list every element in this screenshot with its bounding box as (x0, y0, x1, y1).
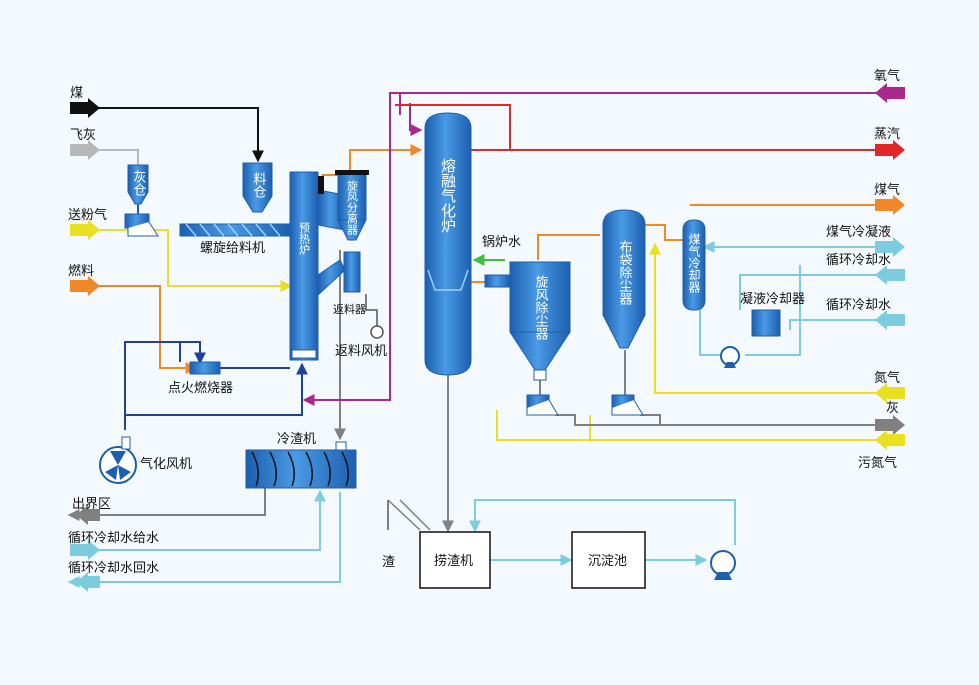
label-gasifier-fan: 气化风机 (140, 456, 192, 472)
label-steam: 蒸汽 (874, 127, 900, 142)
condensate-cooler (751, 309, 781, 337)
label-nitrogen: 氮气 (874, 370, 900, 386)
label-coal: 煤 (70, 86, 83, 101)
label-gas-cooler: 煤气冷却器 (687, 233, 701, 294)
feed-bin (242, 162, 273, 213)
label-return-feeder: 返料器 (333, 302, 366, 316)
label-dirty-nitrogen: 污氮气 (858, 455, 897, 471)
label-cw-in-b: 循环冷却水 (826, 298, 891, 313)
rotary-valve-1 (526, 394, 559, 416)
label-screw-feeder: 螺旋给料机 (200, 241, 265, 256)
label-slag-cooler: 冷渣机 (277, 432, 316, 447)
label-slag: 渣 (382, 555, 395, 570)
igniter (189, 361, 221, 375)
preheater (289, 171, 346, 361)
label-cw-supply: 循环冷却水给水 (68, 531, 159, 546)
return-fan (365, 294, 384, 339)
label-fly-ash: 飞灰 (70, 128, 96, 143)
label-fuel: 燃料 (68, 263, 94, 279)
label-cw-return: 循环冷却水回水 (68, 561, 159, 576)
gas-cooler (682, 219, 706, 311)
label-condensate: 煤气冷凝液 (826, 224, 891, 240)
label-oxygen: 氧气 (874, 68, 900, 84)
label-melting-gasifier: 熔融气化炉 (439, 158, 457, 233)
label-powder-gas: 送粉气 (68, 207, 107, 223)
cyclone-separator (318, 170, 369, 241)
label-syngas: 煤气 (874, 182, 900, 198)
label-cyclone-sep: 旋风分离器 (346, 179, 359, 236)
gasifier-fan (99, 436, 137, 484)
label-cw-in-a: 循环冷却水 (826, 253, 891, 268)
label-ash: 灰 (886, 401, 899, 416)
cyclone-dust-remover (484, 261, 571, 381)
label-boiler-water: 锅炉水 (482, 234, 521, 250)
label-bag-filter: 布袋除尘器 (617, 240, 633, 306)
label-igniter: 点火燃烧器 (168, 380, 233, 396)
label-settling-tank: 沉淀池 (588, 554, 627, 569)
return-feeder (343, 251, 361, 293)
label-condensate-cooler: 凝液冷却器 (740, 291, 805, 307)
label-feed-bin: 料仓 (251, 172, 267, 198)
slag-cooler (245, 441, 357, 489)
circulation-pump (710, 550, 736, 580)
label-preheater: 预热炉 (298, 222, 311, 256)
screw-feeder (179, 223, 291, 237)
rotary-valve-2 (611, 394, 644, 416)
settling-tank (571, 531, 646, 589)
bag-filter (602, 209, 646, 349)
label-exit: 出界区 (72, 497, 111, 512)
ash-bin (124, 164, 159, 237)
label-slag-remover: 捞渣机 (434, 553, 473, 569)
label-cyclone-dust: 旋风除尘器 (533, 275, 549, 341)
slag-remover (419, 531, 491, 589)
melting-gasifier (424, 112, 472, 376)
label-ash-bin: 灰仓 (131, 170, 147, 196)
label-return-fan: 返料风机 (335, 344, 387, 359)
condensate-pump (720, 346, 740, 368)
